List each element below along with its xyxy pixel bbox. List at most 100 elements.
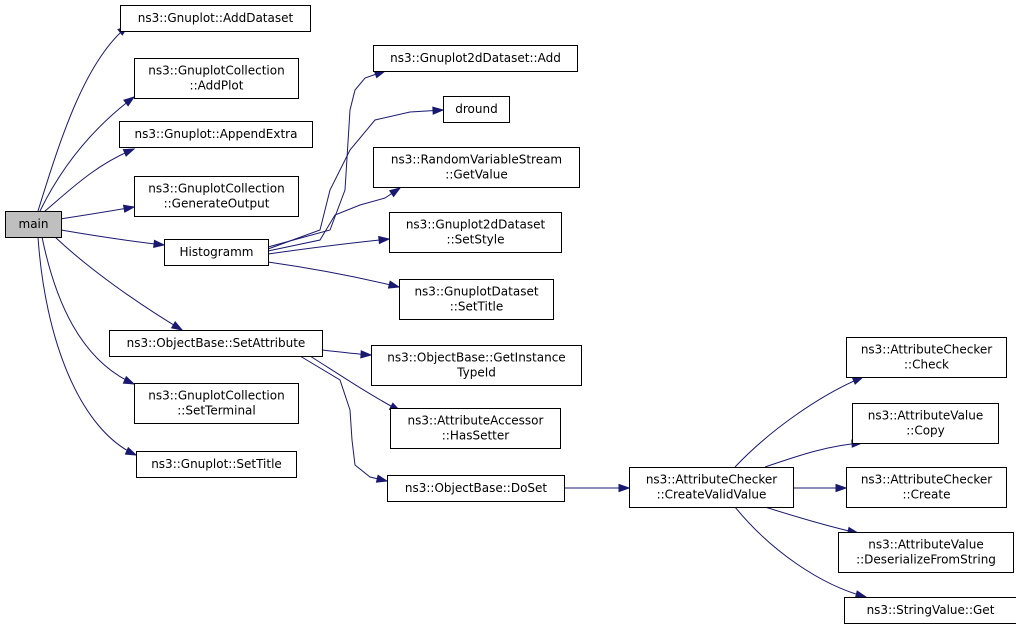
arrowhead <box>835 483 848 493</box>
node-box <box>164 239 269 266</box>
node-box <box>373 147 580 188</box>
node-add-dataset[interactable]: ns3::Gnuplot::AddDataset <box>120 5 311 32</box>
node-create-valid-value[interactable]: ns3::AttributeChecker::CreateValidValue <box>629 467 794 508</box>
node-box <box>371 345 582 386</box>
node-label: ns3::AttributeChecker <box>861 343 992 357</box>
node-label: ::SetTitle <box>450 300 504 314</box>
node-label: ns3::GnuplotCollection <box>148 389 284 403</box>
node-box <box>134 176 299 217</box>
node-box <box>5 211 62 238</box>
node-label: ::CreateValidValue <box>657 488 767 502</box>
node-box <box>373 45 578 72</box>
node-label: ::GetValue <box>445 168 507 182</box>
arrowhead <box>124 446 138 456</box>
edge-line <box>37 236 137 456</box>
node-main[interactable]: main <box>5 211 62 238</box>
edge-main-to-set-attribute <box>54 236 184 331</box>
node-label: TypeId <box>456 366 496 380</box>
node-generate-output[interactable]: ns3::GnuplotCollection::GenerateOutput <box>134 176 299 217</box>
arrowhead <box>170 321 184 331</box>
node-label: ns3::GnuplotCollection <box>148 182 284 196</box>
node-box <box>136 451 297 478</box>
node-gnuplot-set-title[interactable]: ns3::Gnuplot::SetTitle <box>136 451 297 478</box>
node-box <box>120 5 311 32</box>
node-stringvalue-get[interactable]: ns3::StringValue::Get <box>844 597 1016 624</box>
edge-line <box>41 236 135 385</box>
edge-line <box>54 236 183 331</box>
edge-histogramm-to-rvs-get-value <box>267 187 402 252</box>
node-value-deserialize[interactable]: ns3::AttributeValue::DeserializeFromStri… <box>838 532 1014 573</box>
node-label: ::HasSetter <box>442 429 510 443</box>
node-label: ns3::Gnuplot2dDataset::Add <box>390 51 561 65</box>
arrowhead <box>375 474 389 483</box>
edge-set-attribute-to-do-set <box>299 355 389 483</box>
node-add-plot[interactable]: ns3::GnuplotCollection::AddPlot <box>134 58 299 99</box>
edge-line <box>267 238 390 255</box>
node-label: ns3::AttributeAccessor <box>408 414 544 428</box>
edge-histogramm-to-dataset2d-set-style <box>267 235 391 255</box>
node-dataset2d-set-style[interactable]: ns3::Gnuplot2dDataset::SetStyle <box>389 212 562 253</box>
node-label: ::AddPlot <box>190 79 244 93</box>
node-label: ns3::AttributeChecker <box>646 473 777 487</box>
arrowhead <box>153 239 166 248</box>
node-box <box>390 408 561 449</box>
node-label: ns3::ObjectBase::SetAttribute <box>127 336 306 350</box>
arrowhead <box>378 235 391 245</box>
node-value-copy[interactable]: ns3::AttributeValue::Copy <box>852 403 999 444</box>
arrowhead <box>432 106 445 115</box>
node-set-terminal[interactable]: ns3::GnuplotCollection::SetTerminal <box>134 383 299 424</box>
node-label: main <box>19 217 49 231</box>
edge-create-valid-value-to-value-deserialize <box>764 506 860 535</box>
node-histogramm[interactable]: Histogramm <box>164 239 269 266</box>
arrowhead <box>122 204 136 213</box>
node-label: ::Create <box>903 488 951 502</box>
node-label: ::Copy <box>906 424 945 438</box>
edge-line <box>60 229 165 246</box>
edge-line <box>764 506 859 534</box>
node-dround[interactable]: dround <box>443 96 510 123</box>
edge-do-set-to-create-valid-value <box>564 483 631 493</box>
node-label: ns3::AttributeChecker <box>861 473 992 487</box>
node-label: ns3::GnuplotDataset <box>414 285 538 299</box>
edge-line <box>37 25 129 212</box>
node-do-set[interactable]: ns3::ObjectBase::DoSet <box>387 475 565 502</box>
node-box <box>846 337 1007 378</box>
node-dataset2d-add[interactable]: ns3::Gnuplot2dDataset::Add <box>373 45 578 72</box>
node-set-attribute[interactable]: ns3::ObjectBase::SetAttribute <box>109 330 323 357</box>
node-has-setter[interactable]: ns3::AttributeAccessor::HasSetter <box>390 408 561 449</box>
node-label: ns3::Gnuplot::AddDataset <box>138 11 294 25</box>
node-label: ns3::GnuplotCollection <box>148 64 284 78</box>
node-label: ns3::Gnuplot::SetTitle <box>151 457 282 471</box>
edge-line <box>309 355 401 412</box>
node-label: Histogramm <box>180 245 254 259</box>
node-label: ns3::AttributeValue <box>868 409 984 423</box>
edge-line <box>764 442 863 468</box>
node-label: ns3::RandomVariableStream <box>391 153 562 167</box>
node-box <box>846 467 1007 508</box>
edges-layer <box>37 25 868 599</box>
node-append-extra[interactable]: ns3::Gnuplot::AppendExtra <box>119 121 313 148</box>
node-box <box>629 467 794 508</box>
node-box <box>844 597 1016 624</box>
edge-line <box>299 355 388 482</box>
arrowhead <box>360 350 373 359</box>
edge-create-valid-value-to-value-copy <box>764 439 864 468</box>
node-label: ::SetStyle <box>447 233 505 247</box>
edge-main-to-histogramm <box>60 229 166 248</box>
edge-main-to-set-terminal <box>41 236 136 385</box>
node-label: ns3::ObjectBase::GetInstance <box>387 351 565 365</box>
node-checker-create[interactable]: ns3::AttributeChecker::Create <box>846 467 1007 508</box>
node-label: ::SetTerminal <box>177 404 256 418</box>
node-box <box>443 96 510 123</box>
node-rvs-get-value[interactable]: ns3::RandomVariableStream::GetValue <box>373 147 580 188</box>
edge-set-attribute-to-get-instance-typeid <box>321 349 373 359</box>
nodes-layer: main ns3::Gnuplot::AddDatasetns3::Gnuplot… <box>5 5 1016 624</box>
node-label: ns3::AttributeValue <box>868 538 984 552</box>
arrowhead <box>387 280 401 289</box>
node-dataset-set-title[interactable]: ns3::GnuplotDataset::SetTitle <box>399 279 554 320</box>
arrowhead <box>851 376 865 385</box>
edge-line <box>734 376 864 468</box>
node-checker-check[interactable]: ns3::AttributeChecker::Check <box>846 337 1007 378</box>
